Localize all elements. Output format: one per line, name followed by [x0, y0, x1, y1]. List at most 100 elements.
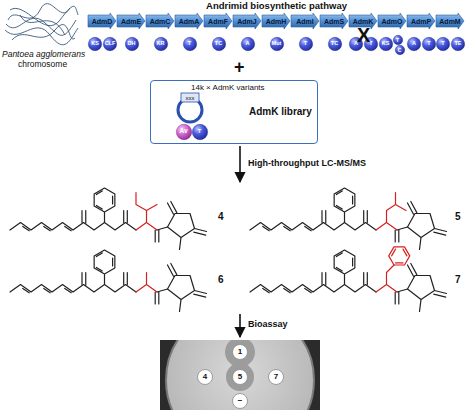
paper-disk: 1: [232, 344, 248, 360]
gene-arrow-outline: [233, 13, 261, 29]
domain-name: T: [198, 129, 201, 135]
domain-circle: KR: [154, 37, 168, 51]
gene-arrow: AdmO: [378, 13, 406, 29]
gene-arrow-outline: [291, 13, 319, 29]
domain-circle: KS: [379, 37, 393, 51]
domain-name: T: [441, 41, 444, 47]
compound-number: 7: [455, 275, 461, 285]
gene-arrow-outline: [117, 13, 145, 29]
domain-circle-outline: [299, 37, 312, 50]
domain-circle: TE: [451, 37, 465, 51]
box-text: 14k × AdmK variants: [191, 84, 265, 92]
domain-circle-outline: [183, 37, 196, 50]
domain-circle-outline: [192, 124, 207, 139]
variant-domain-circle: Av: [176, 124, 192, 140]
domain-circle-outline: [395, 45, 404, 54]
domain-name: T: [427, 41, 430, 47]
petri-dish-photo: [160, 340, 320, 410]
disk-number: 7: [274, 373, 278, 381]
gene-arrow: AdmM: [436, 13, 464, 29]
gene-arrow-outline: [146, 13, 174, 29]
disk-number: 4: [203, 373, 207, 381]
paper-disk-outline: [198, 370, 213, 385]
domain-circle: TC: [328, 37, 342, 51]
gene-arrow-outline: [378, 13, 406, 29]
gene-arrow-outline: [407, 13, 435, 29]
knockout-mark: X: [357, 25, 370, 45]
gene-name: AdmC: [150, 18, 171, 25]
gene-name: AdmH: [266, 18, 287, 25]
domain-name: T: [304, 41, 307, 47]
domain-circle-outline: [422, 37, 435, 50]
gene-arrow: AdmE: [117, 13, 145, 29]
site-box-outline: [181, 93, 199, 102]
gene-arrow: AdmS: [320, 13, 348, 29]
chemical-structure: [10, 250, 207, 312]
gene-arrow: AdmF: [204, 13, 232, 29]
gene-arrow-outline: [88, 13, 116, 29]
gene-arrow-outline: [320, 13, 348, 29]
gene-name: AdmK: [353, 18, 374, 25]
step-label: Bioassay: [248, 320, 288, 329]
domain-circle-outline: [241, 37, 254, 50]
gene-name: AdmD: [92, 18, 113, 25]
domain-circle: A: [241, 37, 255, 51]
disk-number: −: [238, 397, 243, 405]
chromosome-drawing: [5, 4, 78, 45]
domain-name: A: [246, 41, 250, 47]
gene-arrow-outline: [204, 13, 232, 29]
gene-name: AdmM: [439, 18, 460, 25]
domain-circle-outline: [176, 124, 191, 139]
domain-name: KS: [91, 41, 99, 47]
domain-circle: TC: [212, 37, 226, 51]
domain-circle-outline: [451, 37, 464, 50]
compound-number: 5: [455, 212, 461, 222]
chemical-structure: [250, 247, 447, 312]
domain-name: DH: [128, 41, 136, 47]
domain-circle: CLF: [103, 37, 117, 51]
box-text: AdmK library: [249, 107, 312, 117]
domain-circle-outline: [328, 37, 341, 50]
organism-name: Pantoea agglomerans: [2, 50, 85, 59]
domain-circle-outline: [436, 37, 449, 50]
domain-circle: T: [436, 37, 450, 51]
flow-arrow: [239, 146, 241, 182]
gene-arrow-outline: [175, 13, 203, 29]
domain-circle: T: [192, 124, 208, 140]
domain-circle: C: [395, 45, 405, 55]
domain-circle-outline: [103, 37, 116, 50]
step-label: High-throughput LC-MS/MS: [248, 159, 366, 168]
domain-name: TC: [215, 41, 222, 47]
gene-arrow: AdmC: [146, 13, 174, 29]
chemical-structure: [250, 188, 447, 250]
paper-disk: 5: [232, 369, 248, 385]
gene-arrow: AdmA: [175, 13, 203, 29]
domain-circle: T: [299, 37, 313, 51]
variant-site-box: xxx: [181, 93, 199, 102]
gene-arrow: AdmH: [262, 13, 290, 29]
domain-name: TE: [454, 41, 461, 47]
diagram-title: Andrimid biosynthetic pathway: [88, 1, 465, 11]
domain-circle-outline: [125, 37, 138, 50]
domain-name: KR: [157, 41, 165, 47]
gene-arrow-outline: [436, 13, 464, 29]
domain-circle: T: [422, 37, 436, 51]
domain-circle-outline: [393, 35, 402, 44]
domain-circle-outline: [88, 37, 101, 50]
organism-label: chromosome: [18, 60, 67, 69]
gene-arrow: AdmJ: [233, 13, 261, 29]
gene-name: AdmP: [411, 18, 431, 25]
domain-circle-outline: [212, 37, 225, 50]
paper-disk: 7: [268, 369, 284, 385]
domain-circle: DH: [125, 37, 139, 51]
domain-name: C: [398, 48, 402, 53]
paper-disk-outline: [233, 345, 248, 360]
compound-number: 6: [218, 275, 224, 285]
domain-circle-outline: [379, 37, 392, 50]
gene-name: AdmJ: [237, 18, 256, 25]
domain-name: Av: [179, 128, 187, 135]
domain-circle-outline: [270, 37, 283, 50]
domain-name: A: [412, 41, 416, 47]
domain-circle-outline: [154, 37, 167, 50]
